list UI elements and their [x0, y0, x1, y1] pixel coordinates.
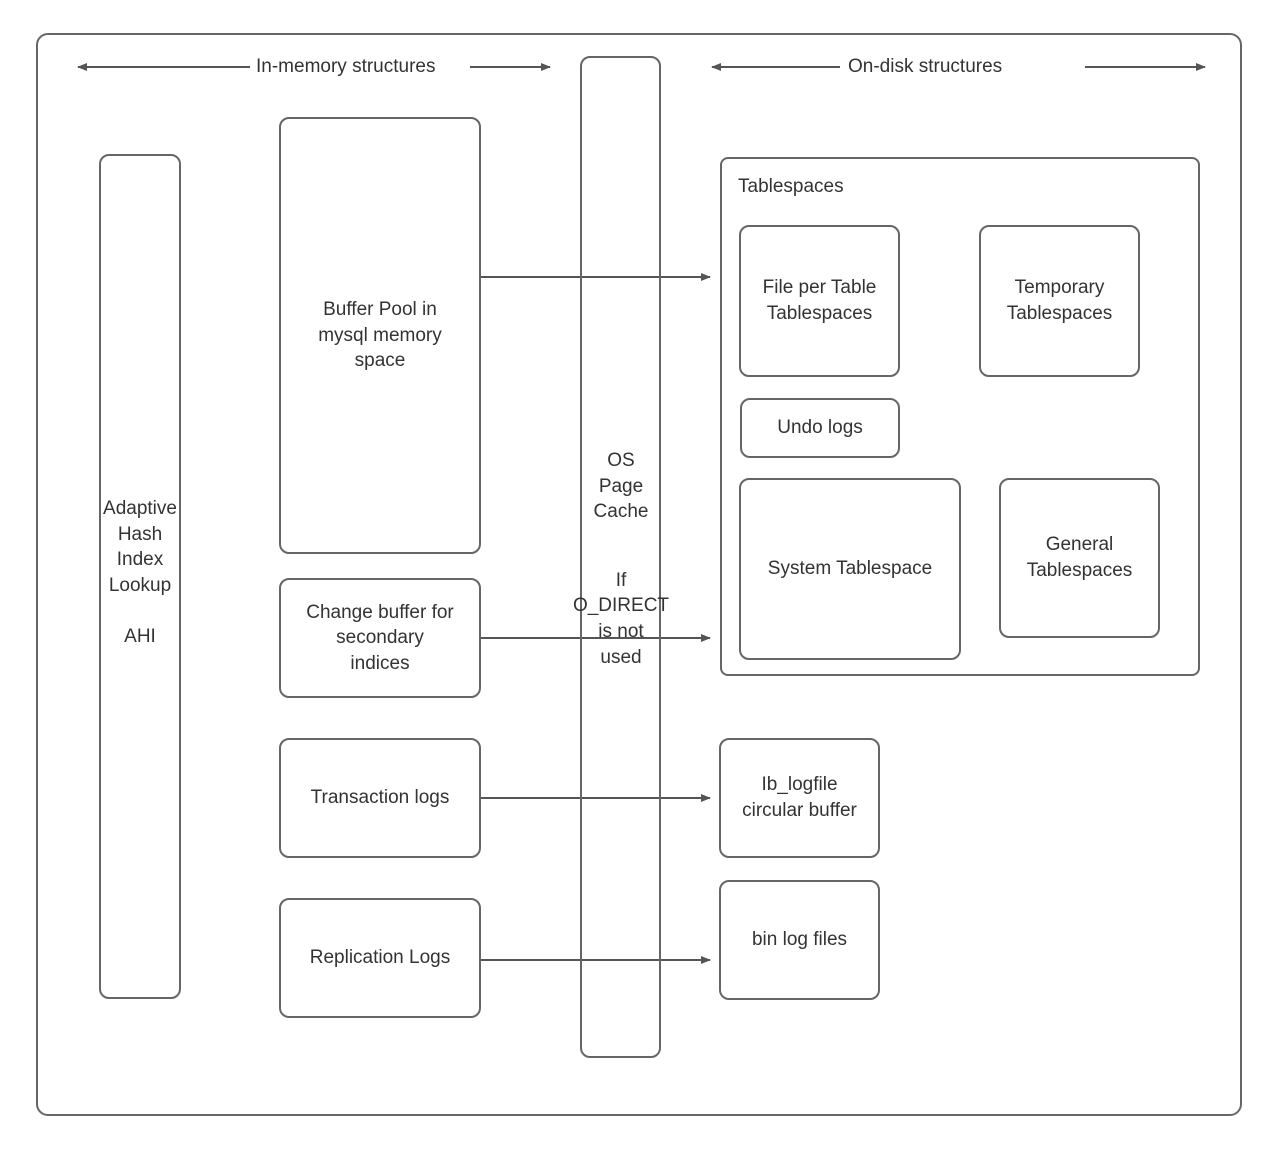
undo-logs-box[interactable]: Undo logs: [740, 398, 900, 458]
os-page-cache-condition: If O_DIRECT is not used: [572, 569, 670, 668]
system-tablespace-box[interactable]: System Tablespace: [739, 478, 961, 660]
file-per-table-tablespaces-box[interactable]: File per Table Tablespaces: [739, 225, 900, 377]
transaction-logs-box[interactable]: Transaction logs: [279, 738, 481, 858]
replication-logs-box[interactable]: Replication Logs: [279, 898, 481, 1018]
general-tablespaces-box[interactable]: General Tablespaces: [999, 478, 1160, 638]
ib-logfile-box[interactable]: Ib_logfile circular buffer: [719, 738, 880, 858]
adaptive-hash-index-label: Adaptive Hash Index Lookup AHI: [103, 498, 177, 648]
temporary-tablespaces-box[interactable]: Temporary Tablespaces: [979, 225, 1140, 377]
header-label-on-disk: On-disk structures: [848, 56, 1003, 77]
os-page-cache-box[interactable]: [580, 56, 661, 1058]
bin-log-files-box[interactable]: bin log files: [719, 880, 880, 1000]
os-page-cache-title: OS Page Cache: [593, 450, 649, 523]
change-buffer-box[interactable]: Change buffer for secondary indices: [279, 578, 481, 698]
header-label-in-memory: In-memory structures: [256, 56, 436, 77]
buffer-pool-box[interactable]: Buffer Pool in mysql memory space: [279, 117, 481, 554]
adaptive-hash-index-box[interactable]: [99, 154, 181, 999]
tablespaces-title: Tablespaces: [738, 176, 844, 197]
